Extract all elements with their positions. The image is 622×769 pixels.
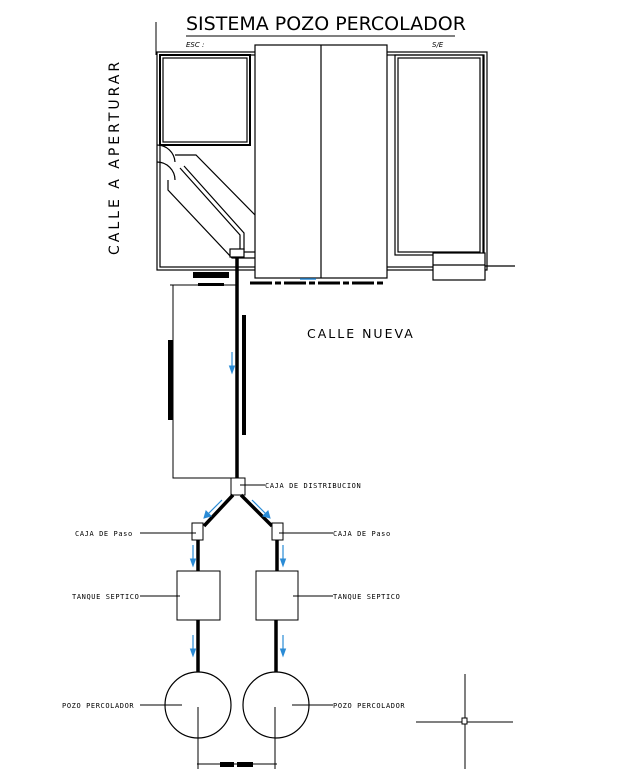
flow-arrow (189, 545, 197, 568)
scale-label: ESC : (186, 41, 204, 49)
septic-tank-left-label: TANQUE SEPTICO (72, 593, 139, 601)
flow-arrow (251, 499, 271, 519)
flow-arrow (228, 352, 236, 375)
dimension-text-block (168, 340, 173, 420)
flow-arrow (189, 635, 197, 658)
septic-tank-left (176, 570, 221, 621)
dimension-text-block (242, 315, 246, 435)
street-front-label: CALLE NUEVA (307, 326, 415, 341)
pass-box-left (191, 522, 204, 541)
distribution-box (230, 477, 246, 496)
building-plan (156, 44, 515, 286)
drawing-title: SISTEMA POZO PERCOLADOR (186, 13, 466, 35)
pass-box-right-label: CAJA DE Paso (333, 530, 391, 538)
street-side-label: CALLE A APERTURAR (107, 59, 123, 255)
septic-tank-right-label: TANQUE SEPTICO (333, 593, 400, 601)
flow-arrow (279, 545, 287, 568)
distribution-box-label: CAJA DE DISTRIBUCION (265, 482, 361, 490)
branch-pipes (202, 493, 274, 528)
dimension-line (170, 284, 237, 479)
flow-arrow (279, 635, 287, 658)
scale-value: S/E (432, 41, 444, 49)
percolation-well-left-label: POZO PERCOLADOR (62, 702, 134, 710)
percolation-well-right-label: POZO PERCOLADOR (333, 702, 405, 710)
pass-box-left-label: CAJA DE Paso (75, 530, 133, 538)
crosshair-cursor-icon (416, 674, 513, 769)
flow-arrow (203, 499, 223, 519)
septic-tank-right (255, 570, 299, 621)
pass-box-right (271, 522, 284, 541)
